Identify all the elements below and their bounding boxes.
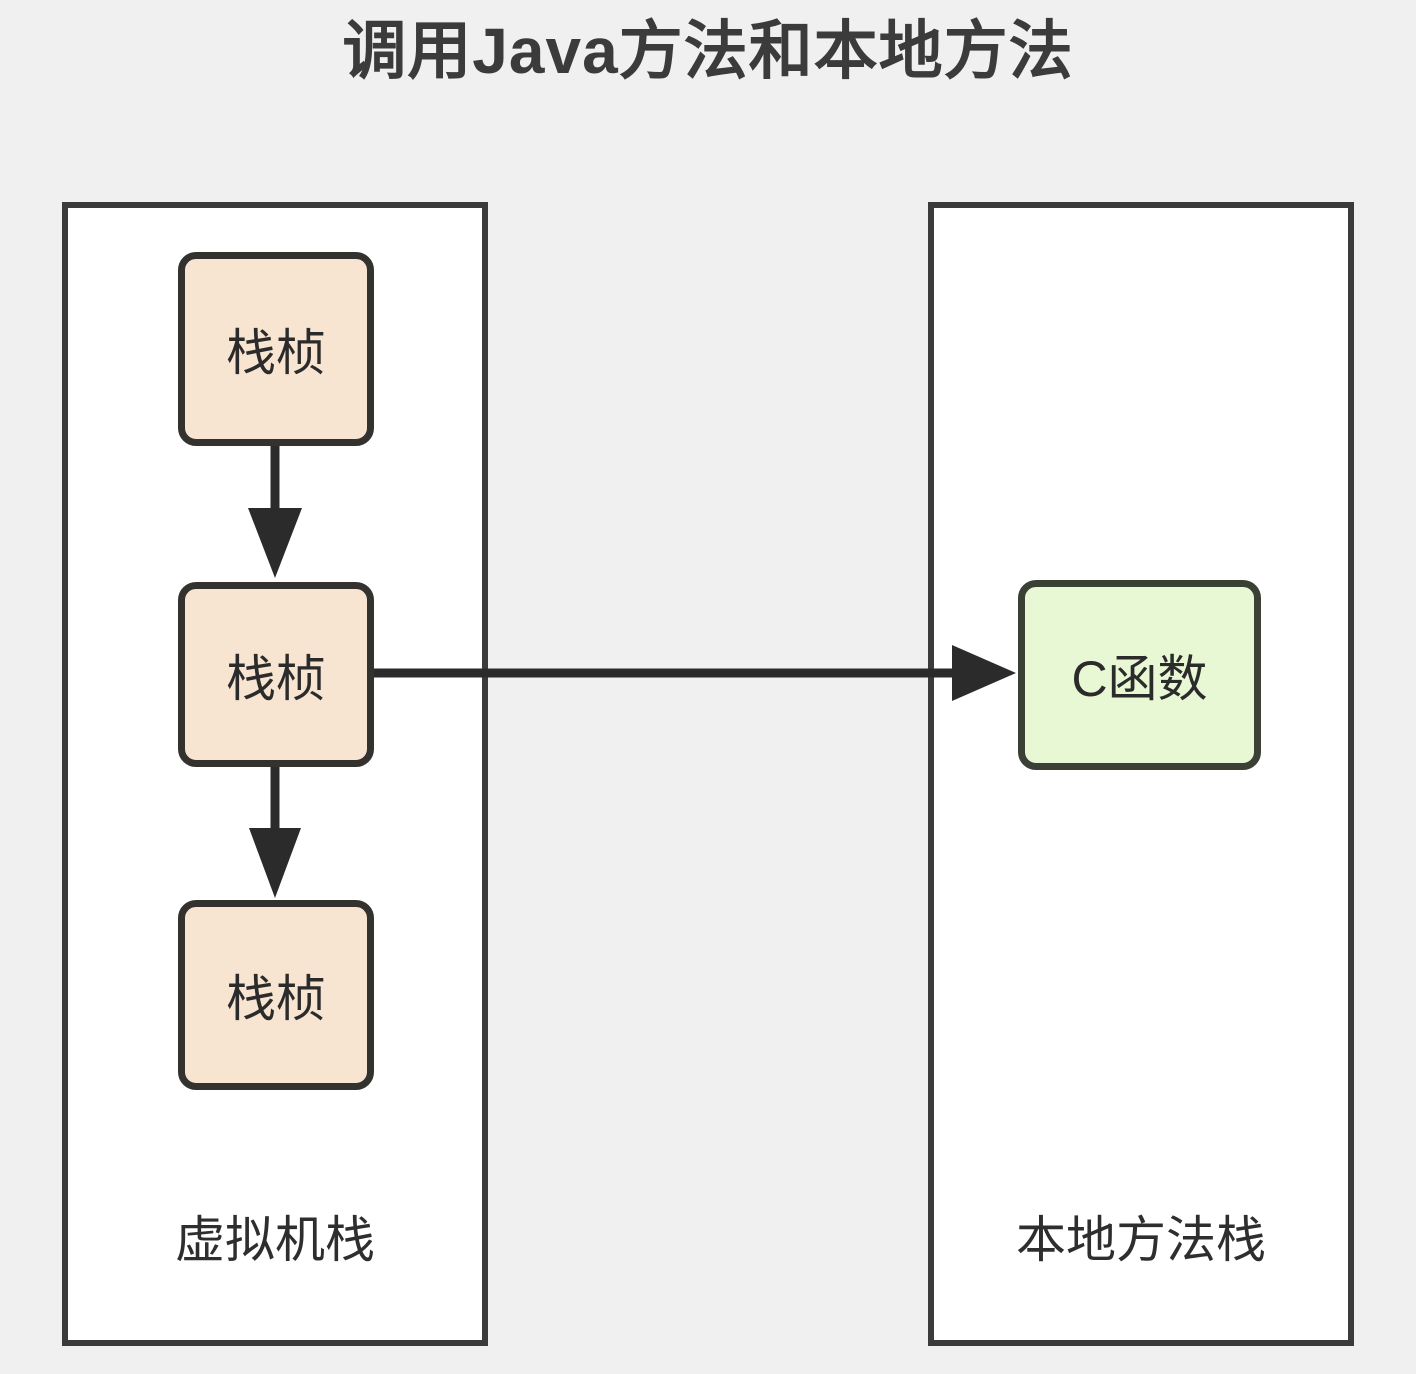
stack-frame-node-3[interactable]: 栈桢 xyxy=(178,900,374,1090)
stack-frame-label-3: 栈桢 xyxy=(226,971,326,1027)
stack-frame-label-2: 栈桢 xyxy=(226,650,326,707)
vm-stack-caption: 虚拟机栈 xyxy=(175,1212,375,1268)
c-function-label: C函数 xyxy=(1071,651,1208,707)
stack-frame-node-2[interactable]: 栈桢 xyxy=(178,582,374,767)
native-method-stack-caption: 本地方法栈 xyxy=(1016,1212,1266,1268)
stack-frame-label-1: 栈桢 xyxy=(226,325,326,381)
c-function-node[interactable]: C函数 xyxy=(1018,580,1261,770)
native-method-stack-container: 本地方法栈 xyxy=(928,202,1354,1346)
stack-frame-node-1[interactable]: 栈桢 xyxy=(178,252,374,446)
page-title: 调用Java方法和本地方法 xyxy=(342,15,1074,87)
